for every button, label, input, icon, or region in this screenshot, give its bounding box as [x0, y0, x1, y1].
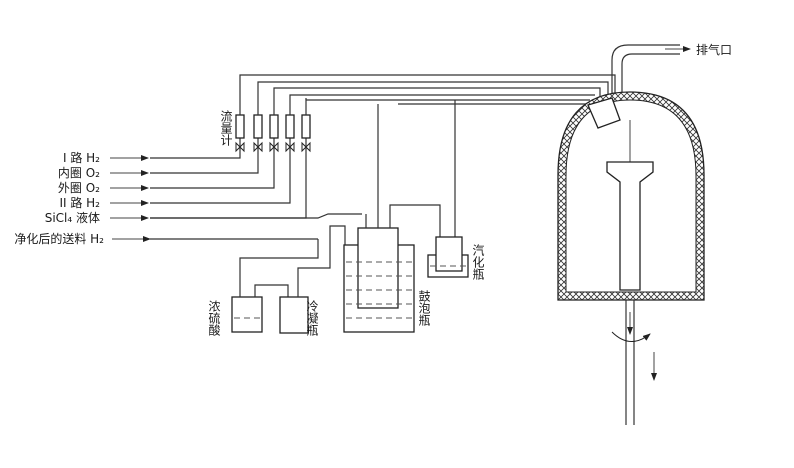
flowmeter-1 [235, 114, 245, 139]
input-label-h2-route1: I 路 H₂ [63, 150, 100, 165]
condenser-label: 冷凝瓶 [305, 300, 319, 336]
flowmeter-3 [269, 114, 279, 139]
flowmeter-2 [253, 114, 263, 139]
vaporizer: 汽化瓶 [427, 236, 485, 280]
rotation-arrow [611, 331, 651, 342]
input-label-sicl4: SiCl₄ 液体 [45, 210, 100, 225]
input-label-inner-o2: 内圈 O₂ [58, 166, 100, 180]
input-lines: I 路 H₂ 内圈 O₂ 外圈 O₂ II 路 H₂ SiCl₄ 液体 净化后的… [14, 150, 151, 246]
flowmeter-label-vertical: 流量计 [219, 110, 233, 146]
input-label-purified-h2: 净化后的送料 H₂ [14, 231, 104, 246]
flowmeter-4 [285, 114, 295, 139]
reaction-chamber [557, 91, 705, 425]
bubbler-label: 鼓泡瓶 [417, 290, 431, 326]
input-label-outer-o2: 外圈 O₂ [58, 181, 100, 195]
preform-rod [606, 161, 654, 291]
vaporizer-label: 汽化瓶 [471, 243, 485, 280]
sulfuric-acid-label: 浓硫酸 [207, 300, 221, 336]
overhead-pipes [239, 74, 616, 245]
burner-nozzle [587, 97, 621, 129]
input-label-h2-route2: II 路 H₂ [59, 195, 100, 210]
exhaust-label: 排气口 [696, 42, 732, 57]
exhaust: 排气口 [611, 42, 732, 100]
sulfuric-acid-bottle: 浓硫酸 [207, 239, 319, 336]
bubbler-bottle [357, 227, 399, 309]
bubbler: 鼓泡瓶 [343, 104, 441, 333]
condenser-bottle: 冷凝瓶 [279, 225, 346, 336]
flowmeter-5 [301, 114, 311, 139]
vaporizer-bottle [435, 236, 463, 272]
feed-lines [150, 138, 362, 240]
valve-icons [235, 141, 311, 153]
